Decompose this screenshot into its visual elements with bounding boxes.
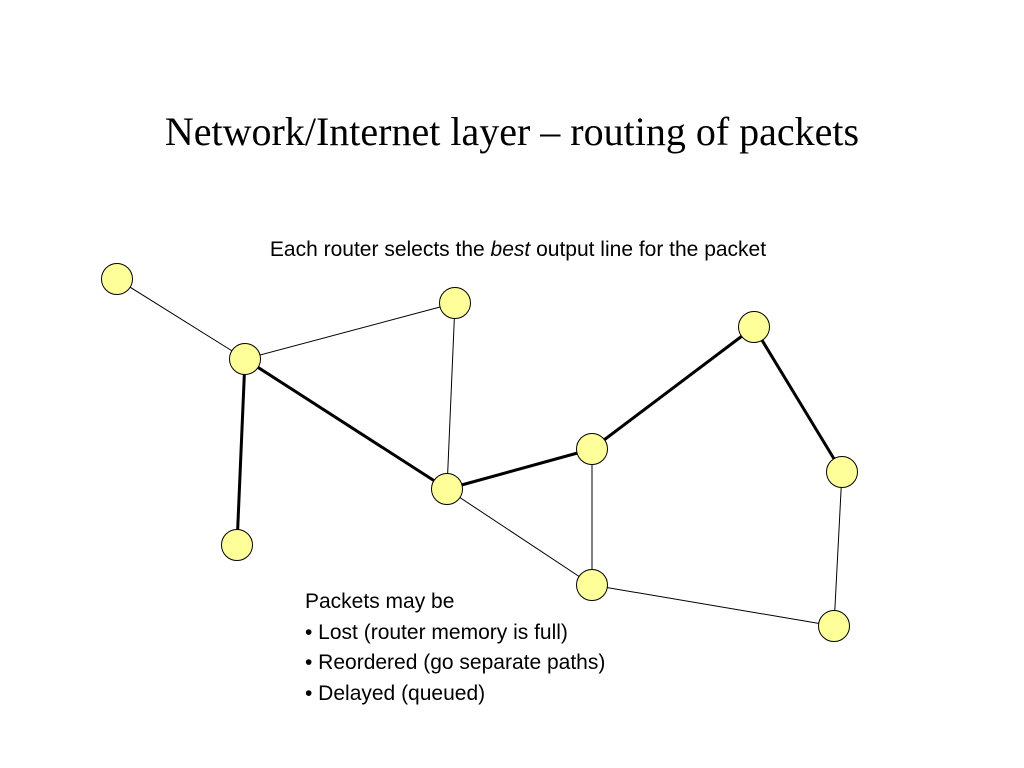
- router-node-r4: [221, 529, 253, 561]
- notes-item-lost: • Lost (router memory is full): [305, 620, 568, 644]
- router-node-r7: [738, 311, 770, 343]
- best-link-r2-r5: [244, 357, 448, 491]
- router-node-r1: [101, 263, 133, 295]
- link-r5-r8: [446, 488, 593, 586]
- network-links: [116, 278, 844, 627]
- link-r8-r10: [591, 584, 835, 627]
- best-link-r6-r7: [591, 325, 755, 451]
- link-r9-r10: [833, 471, 843, 627]
- link-r1-r2: [116, 278, 246, 360]
- notes-heading: Packets may be: [305, 590, 455, 613]
- router-node-r2: [229, 343, 261, 375]
- best-link-r2-r4: [235, 358, 247, 546]
- notes-item-reordered: • Reordered (go separate paths): [305, 651, 606, 674]
- router-node-r3: [439, 287, 471, 319]
- router-node-r8: [576, 569, 608, 601]
- subtitle-emphasis: best: [490, 238, 531, 261]
- best-link-r5-r6: [446, 447, 593, 491]
- notes-item-delayed: • Delayed (queued): [305, 681, 486, 705]
- slide-title: Network/Internet layer – routing of pack…: [164, 109, 860, 154]
- router-node-r10: [818, 610, 850, 642]
- slide-subtitle: Each router selects the best output line…: [0, 238, 1024, 262]
- best-link-r7-r9: [752, 326, 844, 473]
- network-routers: [101, 263, 858, 642]
- link-r2-r3: [244, 302, 456, 360]
- subtitle-text-start: Each router selects the: [269, 238, 491, 261]
- subtitle-text-end: output line for the packet: [530, 238, 767, 261]
- packet-notes: Packets may be • Lost (router memory is …: [305, 587, 605, 709]
- router-node-r9: [826, 456, 858, 488]
- link-r3-r5: [446, 302, 456, 490]
- router-node-r5: [431, 473, 463, 505]
- router-node-r6: [576, 433, 608, 465]
